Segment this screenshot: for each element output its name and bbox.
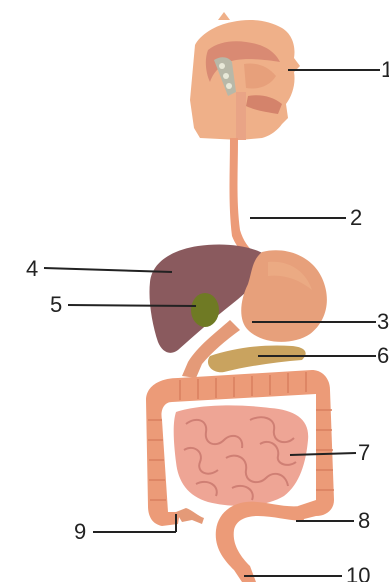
label-2: 2 (350, 207, 362, 229)
label-6: 6 (377, 345, 389, 367)
appendix (176, 508, 204, 524)
label-7: 7 (358, 442, 370, 464)
label-10: 10 (346, 565, 370, 582)
head-profile (190, 12, 300, 140)
pancreas (208, 345, 306, 372)
label-4: 4 (26, 258, 38, 280)
small-intestine (174, 405, 308, 506)
label-8: 8 (358, 510, 370, 532)
rectum (216, 502, 304, 582)
label-3: 3 (377, 311, 389, 333)
label-5: 5 (50, 294, 62, 316)
label-9: 9 (74, 521, 86, 543)
gallbladder (191, 293, 219, 327)
label-1: 1 (381, 59, 389, 81)
